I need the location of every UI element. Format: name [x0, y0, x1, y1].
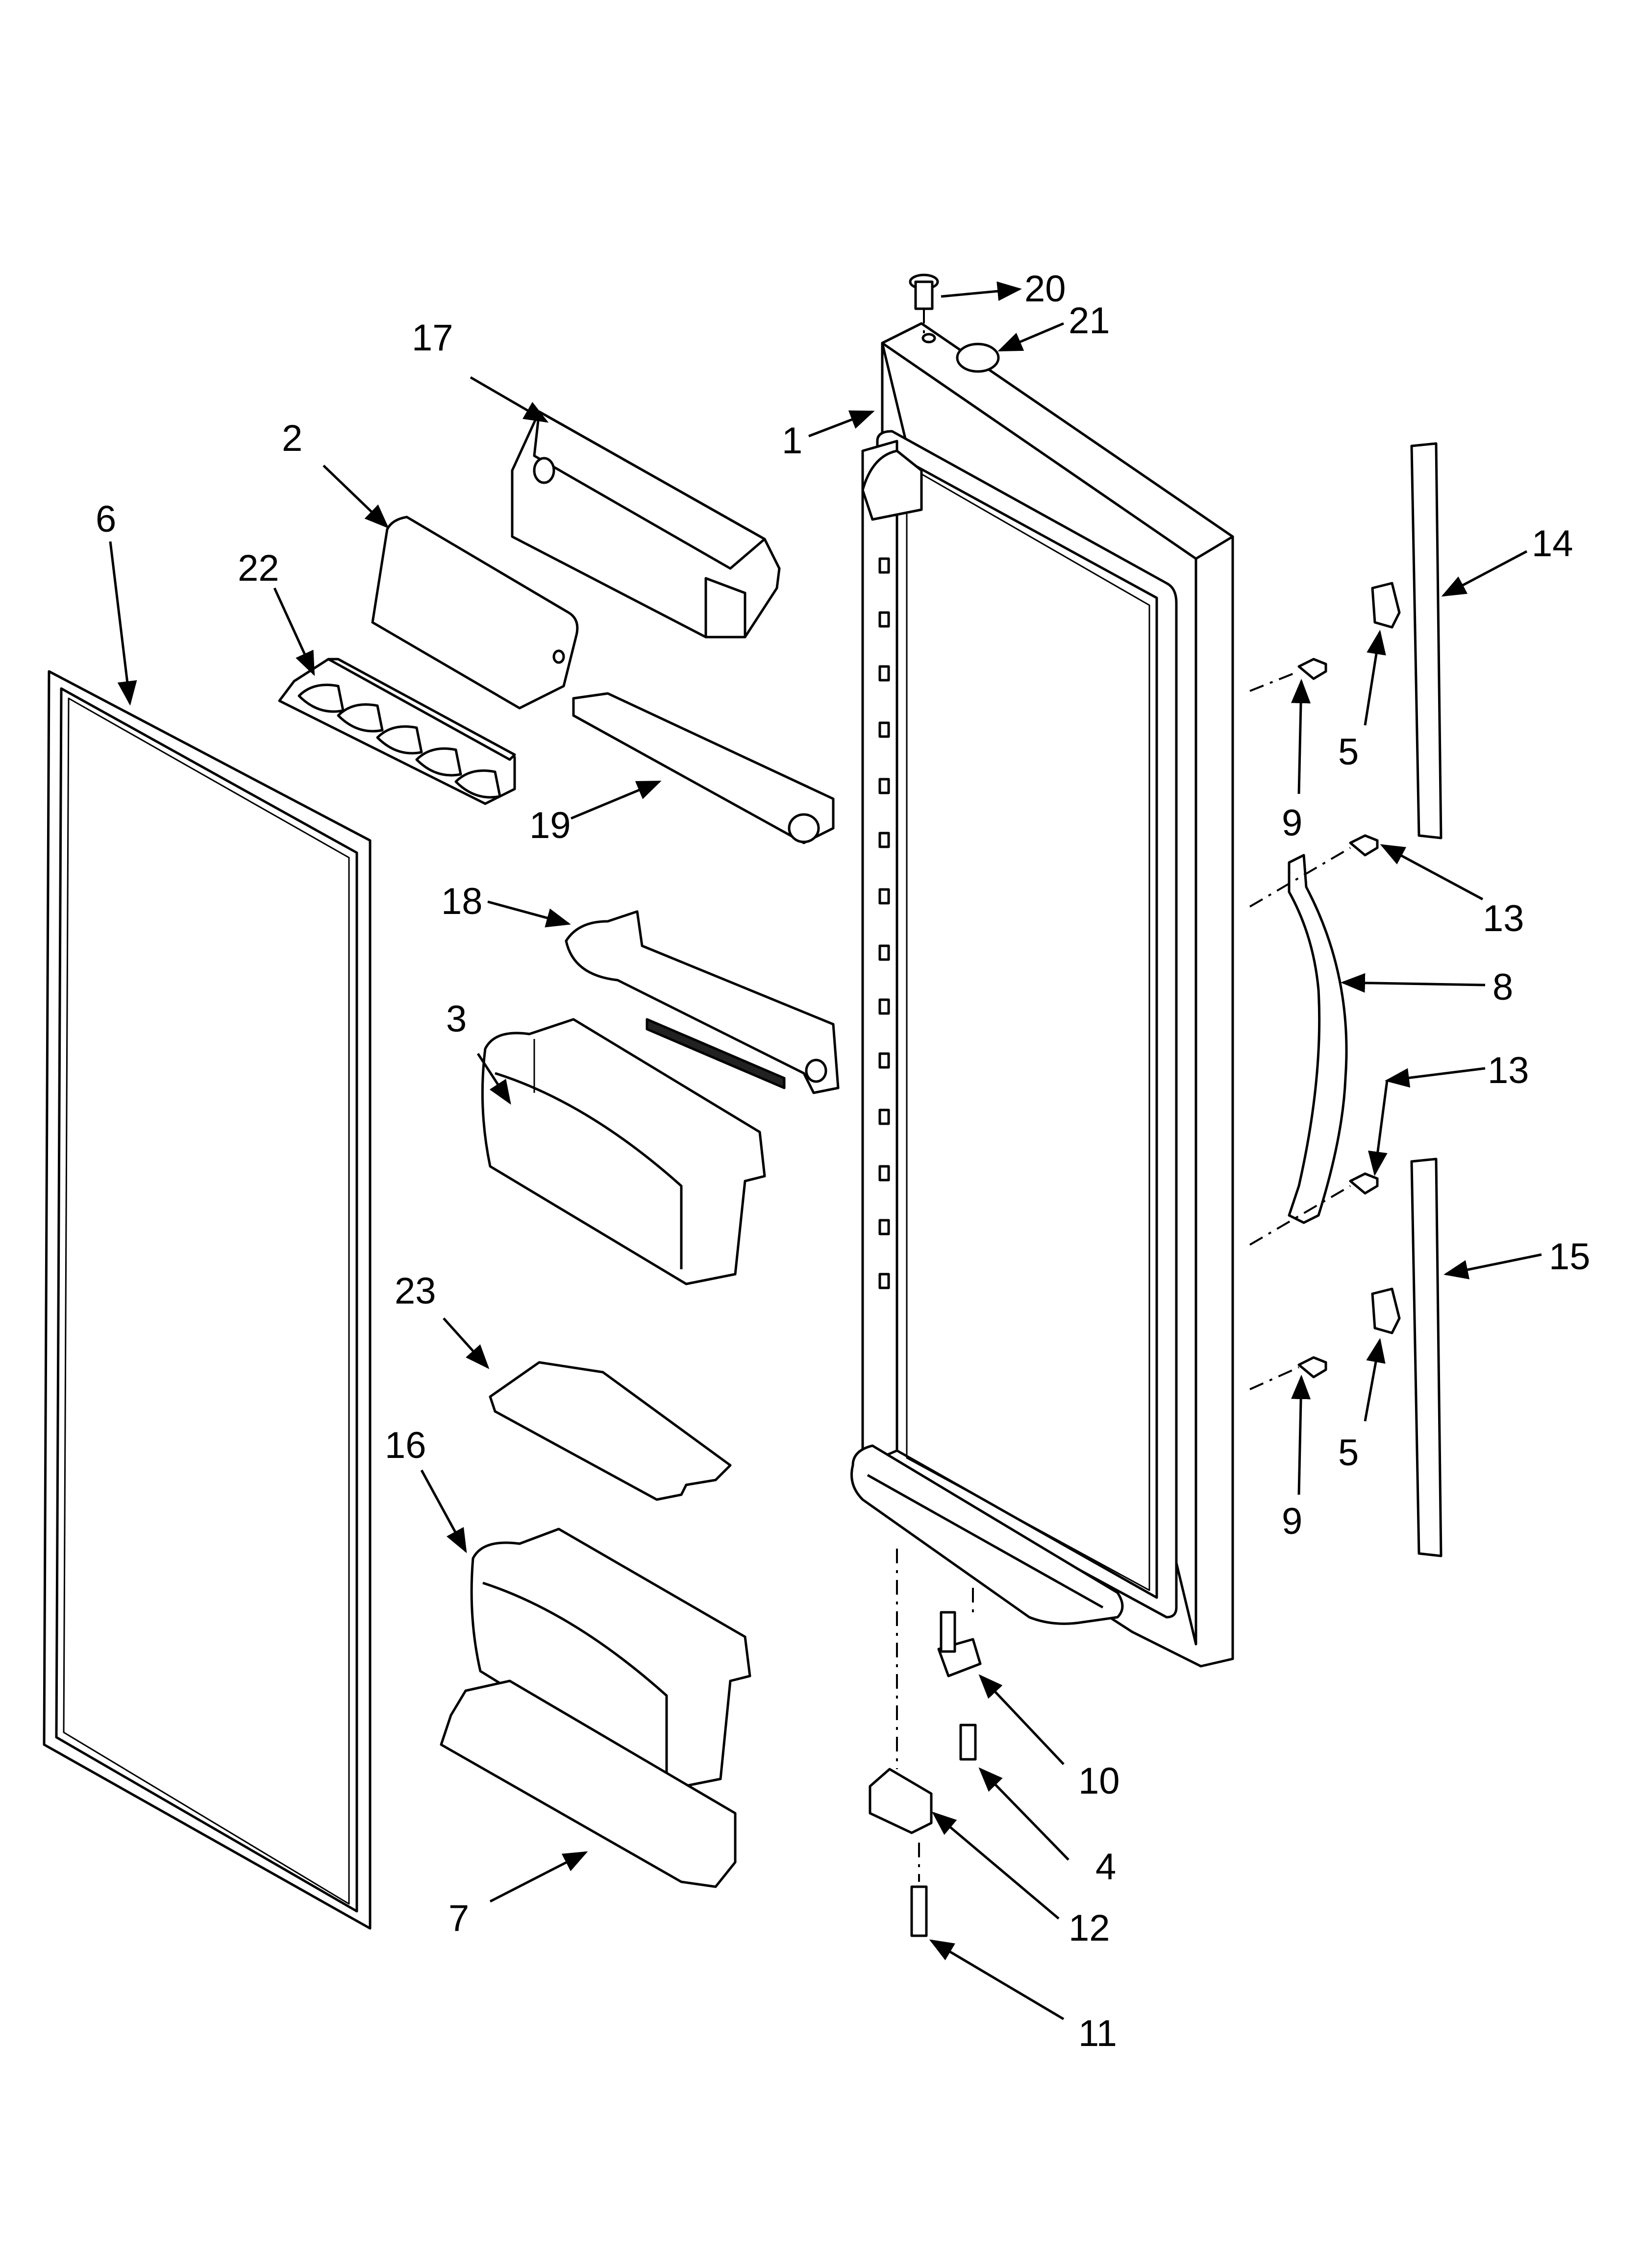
alignment-line: [1249, 847, 1351, 908]
leader-21: [273, 587, 315, 676]
hinge-screw: [959, 1724, 977, 1761]
leader-16: [470, 376, 549, 423]
door-plug: [909, 273, 939, 310]
leader-9-upper: [1291, 679, 1311, 794]
callout-5-upper: 5: [1338, 731, 1359, 773]
leader-18: [571, 780, 662, 820]
leader-15: [1443, 1253, 1542, 1280]
callout-5-lower: 5: [1338, 1432, 1359, 1474]
alignment-line: [1249, 1366, 1299, 1390]
callout-9-upper: 9: [1282, 802, 1302, 844]
callout-8: 8: [1492, 966, 1513, 1008]
callout-18: 19: [529, 805, 571, 846]
callout-12: 12: [1069, 1907, 1110, 1949]
handle-clip-lower: [1371, 1287, 1401, 1334]
handle-screw-upper: [1349, 834, 1379, 857]
callout-4: 4: [1095, 1846, 1116, 1888]
leader-14: [1441, 550, 1528, 597]
callout-3: 3: [446, 998, 467, 1040]
screw-upper: [1297, 658, 1327, 680]
leader-22: [420, 1469, 467, 1553]
hole-cap: [956, 343, 1000, 373]
callout-20: 21: [1069, 300, 1110, 342]
bracket-screw: [910, 1885, 928, 1937]
leader-12: [932, 1811, 1060, 1920]
callout-17: 18: [441, 881, 483, 922]
leader-5-upper: [1364, 630, 1386, 726]
leader-13-lower: [1385, 1067, 1486, 1088]
bin-shelf-insert: [489, 1361, 732, 1501]
callout-13-lower: 13: [1488, 1050, 1529, 1091]
leader-5-lower: [1364, 1338, 1386, 1422]
leader-1: [808, 410, 875, 438]
door-handle: [1288, 854, 1348, 1224]
callout-7: 7: [448, 1898, 469, 1939]
door-bin-large: [481, 1018, 766, 1285]
leader-13-lower-b: [1368, 1080, 1389, 1176]
handle-trim-upper: [1410, 442, 1442, 839]
callout-2: 2: [282, 418, 302, 459]
leader-3: [476, 1053, 511, 1105]
upper-door-bin: [565, 910, 840, 1094]
callout-21: 22: [238, 547, 279, 589]
dairy-door-cover: [371, 516, 579, 710]
callout-10: 10: [1078, 1760, 1120, 1802]
callout-22: 16: [385, 1425, 426, 1466]
leader-13-upper: [1380, 844, 1484, 901]
callout-23: 23: [395, 1270, 436, 1312]
leader-20: [997, 322, 1064, 352]
leader-4: [978, 1767, 1069, 1861]
leader-8: [1341, 973, 1486, 993]
callout-6: 6: [96, 498, 116, 540]
callout-16: 17: [412, 317, 453, 359]
handle-clip-upper: [1371, 582, 1401, 629]
hinge-bracket: [869, 1768, 933, 1834]
hinge-pin: [937, 1611, 982, 1677]
callout-15: 15: [1549, 1236, 1591, 1278]
handle-trim-lower: [1410, 1158, 1442, 1557]
handle-screw-lower: [1349, 1172, 1379, 1195]
leader-6: [109, 541, 137, 706]
bottom-door-bin: [440, 1679, 737, 1888]
alignment-line: [1249, 670, 1299, 692]
leader-23: [443, 1317, 490, 1369]
leader-7: [489, 1851, 588, 1903]
screw-lower: [1297, 1356, 1327, 1379]
egg-tray: [278, 658, 516, 805]
callout-9-lower: 9: [1282, 1501, 1302, 1542]
callout-1: 1: [782, 420, 802, 462]
shelf-trim: [572, 692, 835, 844]
refrigerator-door: [850, 322, 1234, 1668]
leader-9-lower: [1291, 1375, 1311, 1495]
callout-19: 20: [1024, 268, 1066, 310]
callout-11: 11: [1078, 2013, 1117, 2054]
leader-2: [323, 465, 389, 529]
leader-19: [941, 281, 1022, 301]
dairy-compartment: [511, 410, 781, 639]
door-gasket: [43, 670, 372, 1930]
leader-17: [487, 900, 571, 928]
leader-10: [978, 1674, 1065, 1765]
leader-11: [929, 1939, 1065, 2021]
callout-13-upper: 13: [1483, 898, 1524, 939]
alignment-line: [1249, 1185, 1351, 1246]
callout-14: 14: [1532, 523, 1573, 565]
